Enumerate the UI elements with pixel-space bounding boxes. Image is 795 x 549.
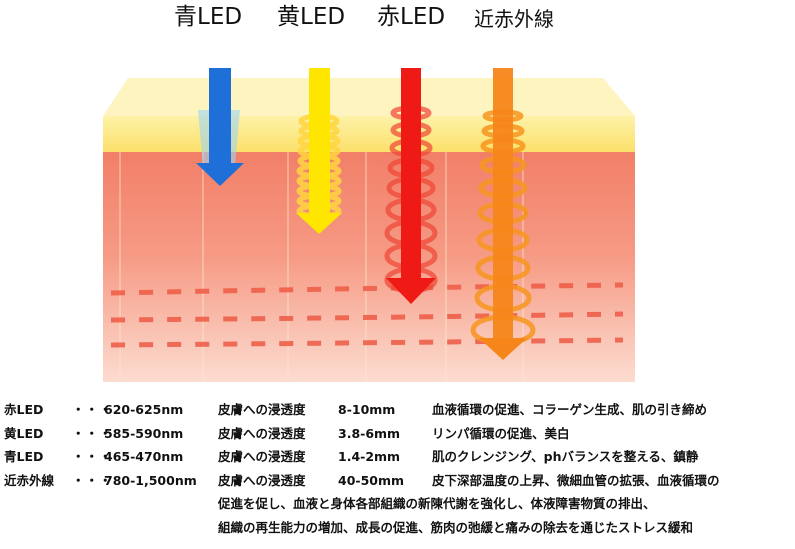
- leader-dots: ・・・: [72, 449, 113, 464]
- blue-led-arrow: [196, 68, 244, 186]
- blood-vessel-lines: [110, 282, 624, 348]
- penetration-depth: 3.8-6mm: [338, 425, 401, 441]
- epidermis-layer: [103, 116, 635, 152]
- title-yellow-led: 黄LED: [277, 4, 346, 30]
- legend-row-near-infrared: 近赤外線 ・・・ 780-1,500nm 皮膚への浸透度 40-50mm 皮下深…: [4, 469, 794, 493]
- skin-penetration-diagram: [103, 68, 635, 382]
- dermis-layer: [103, 152, 635, 382]
- legend-row-red-led: 赤LED ・・・ 620-625nm 皮膚への浸透度 8-10mm 血液循環の促…: [4, 398, 794, 422]
- effect-continuation: 組織の再生能力の増加、成長の促進、筋肉の弛緩と痛みの除去を通じたストレス緩和: [218, 519, 694, 535]
- wavelength: 585-590nm: [104, 425, 184, 441]
- light-name: 赤LED: [4, 402, 44, 417]
- near-infrared-arrow: [470, 68, 536, 360]
- penetration-depth: 40-50mm: [338, 472, 405, 488]
- wavelength: 780-1,500nm: [104, 472, 197, 488]
- title-near-infrared: 近赤外線: [474, 7, 554, 31]
- title-red-led: 赤LED: [377, 4, 446, 30]
- penetration-label: 皮膚への浸透度: [218, 425, 306, 441]
- legend-continuation-line-1: 促進を促し、血液と身体各部組織の新陳代謝を強化し、体液障害物質の排出、: [4, 492, 794, 516]
- wavelength: 465-470nm: [104, 449, 184, 464]
- wavelength: 620-625nm: [104, 402, 184, 417]
- light-name: 近赤外線: [4, 472, 55, 488]
- legend-row-blue-led: 青LED ・・・ 465-470nm 皮膚への浸透度 1.4-2mm 肌のクレン…: [4, 445, 794, 469]
- epidermis-top-face: [103, 78, 635, 116]
- light-name: 黄LED: [4, 425, 44, 441]
- leader-dots: ・・・: [72, 472, 113, 488]
- yellow-led-arrow: [296, 68, 342, 234]
- penetration-depth: 1.4-2mm: [338, 449, 401, 464]
- legend-continuation-line-2: 組織の再生能力の増加、成長の促進、筋肉の弛緩と痛みの除去を通じたストレス緩和: [4, 516, 794, 540]
- legend-table: 赤LED ・・・ 620-625nm 皮膚への浸透度 8-10mm 血液循環の促…: [4, 398, 794, 539]
- effect-text: 血液循環の促進、コラーゲン生成、肌の引き締め: [432, 402, 708, 417]
- penetration-label: 皮膚への浸透度: [218, 402, 306, 417]
- effect-text: 皮下深部温度の上昇、微細血管の拡張、血液循環の: [432, 472, 720, 488]
- penetration-depth: 8-10mm: [338, 402, 396, 417]
- effect-text: 肌のクレンジング、phバランスを整える、鎮静: [432, 449, 699, 464]
- red-led-arrow: [384, 68, 438, 304]
- penetration-label: 皮膚への浸透度: [218, 472, 306, 488]
- penetration-label: 皮膚への浸透度: [218, 449, 306, 464]
- light-name: 青LED: [4, 449, 44, 464]
- effect-text: リンパ循環の促進、美白: [432, 425, 570, 441]
- leader-dots: ・・・: [72, 402, 113, 417]
- legend-row-yellow-led: 黄LED ・・・ 585-590nm 皮膚への浸透度 3.8-6mm リンパ循環…: [4, 422, 794, 446]
- title-blue-led: 青LED: [174, 4, 243, 30]
- effect-continuation: 促進を促し、血液と身体各部組織の新陳代謝を強化し、体液障害物質の排出、: [218, 496, 656, 511]
- leader-dots: ・・・: [72, 425, 113, 441]
